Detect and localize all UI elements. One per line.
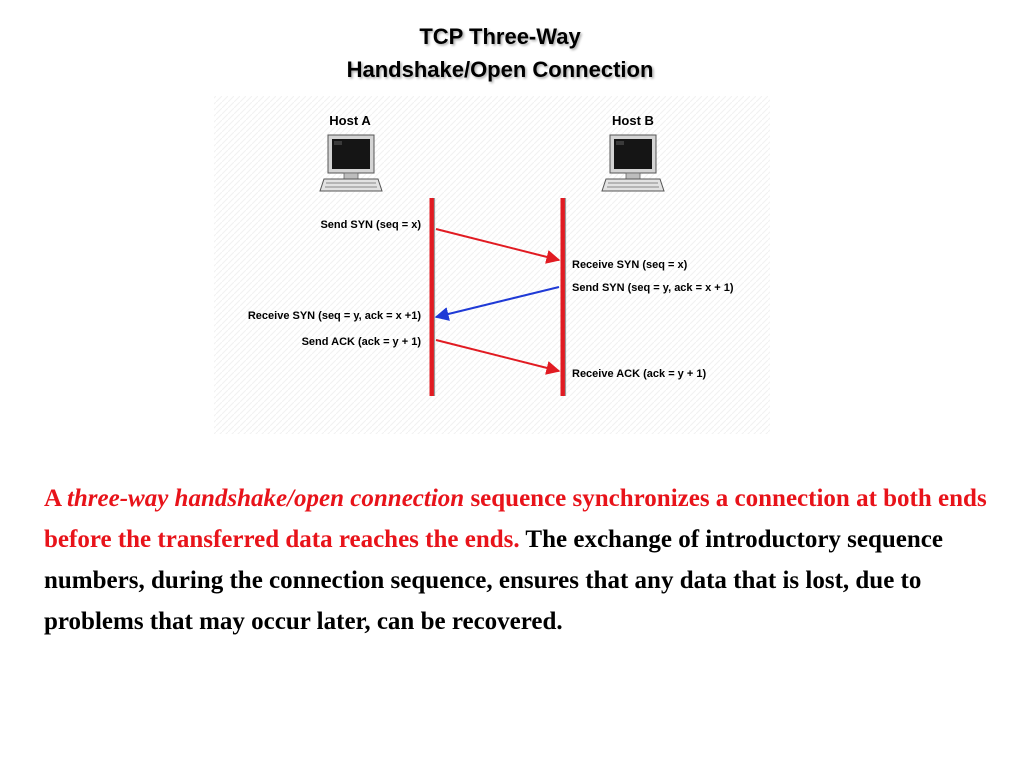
computer-icon [601, 134, 665, 192]
computer-icon [319, 134, 383, 192]
caption-term: three-way handshake/open connection [66, 485, 465, 512]
step-a-receive-syn: Receive SYN (seq = y, ack = x +1) [248, 310, 421, 322]
caption-definition: sequence synchronizes a connection at bo… [44, 485, 987, 553]
step-a-send-ack: Send ACK (ack = y + 1) [302, 336, 422, 348]
step-b-send-syn: Send SYN (seq = y, ack = x + 1) [572, 282, 734, 294]
step-b-receive-ack: Receive ACK (ack = y + 1) [572, 368, 706, 380]
caption-explanation: The exchange of introductory sequence nu… [44, 526, 943, 635]
caption-lead: A [44, 485, 67, 512]
caption-period: . [556, 608, 563, 635]
syn-arrow-a-to-b [435, 228, 561, 264]
step-b-receive-syn: Receive SYN (seq = x) [572, 259, 688, 271]
step-a-send-syn: Send SYN (seq = x) [320, 219, 421, 231]
caption-paragraph: A three-way handshake/open connection se… [44, 478, 994, 642]
diagram-background [214, 96, 770, 434]
tcp-handshake-diagram: TCP Three-Way Handshake/Open Connection … [214, 24, 770, 434]
ack-arrow-a-to-b [435, 339, 561, 375]
syn-ack-arrow-b-to-a [434, 286, 560, 321]
diagram-title-line-1: TCP Three-Way [419, 24, 581, 49]
diagram-title-line-2: Handshake/Open Connection [347, 57, 654, 82]
host-a-label: Host A [329, 113, 371, 128]
host-b-label: Host B [612, 113, 654, 128]
